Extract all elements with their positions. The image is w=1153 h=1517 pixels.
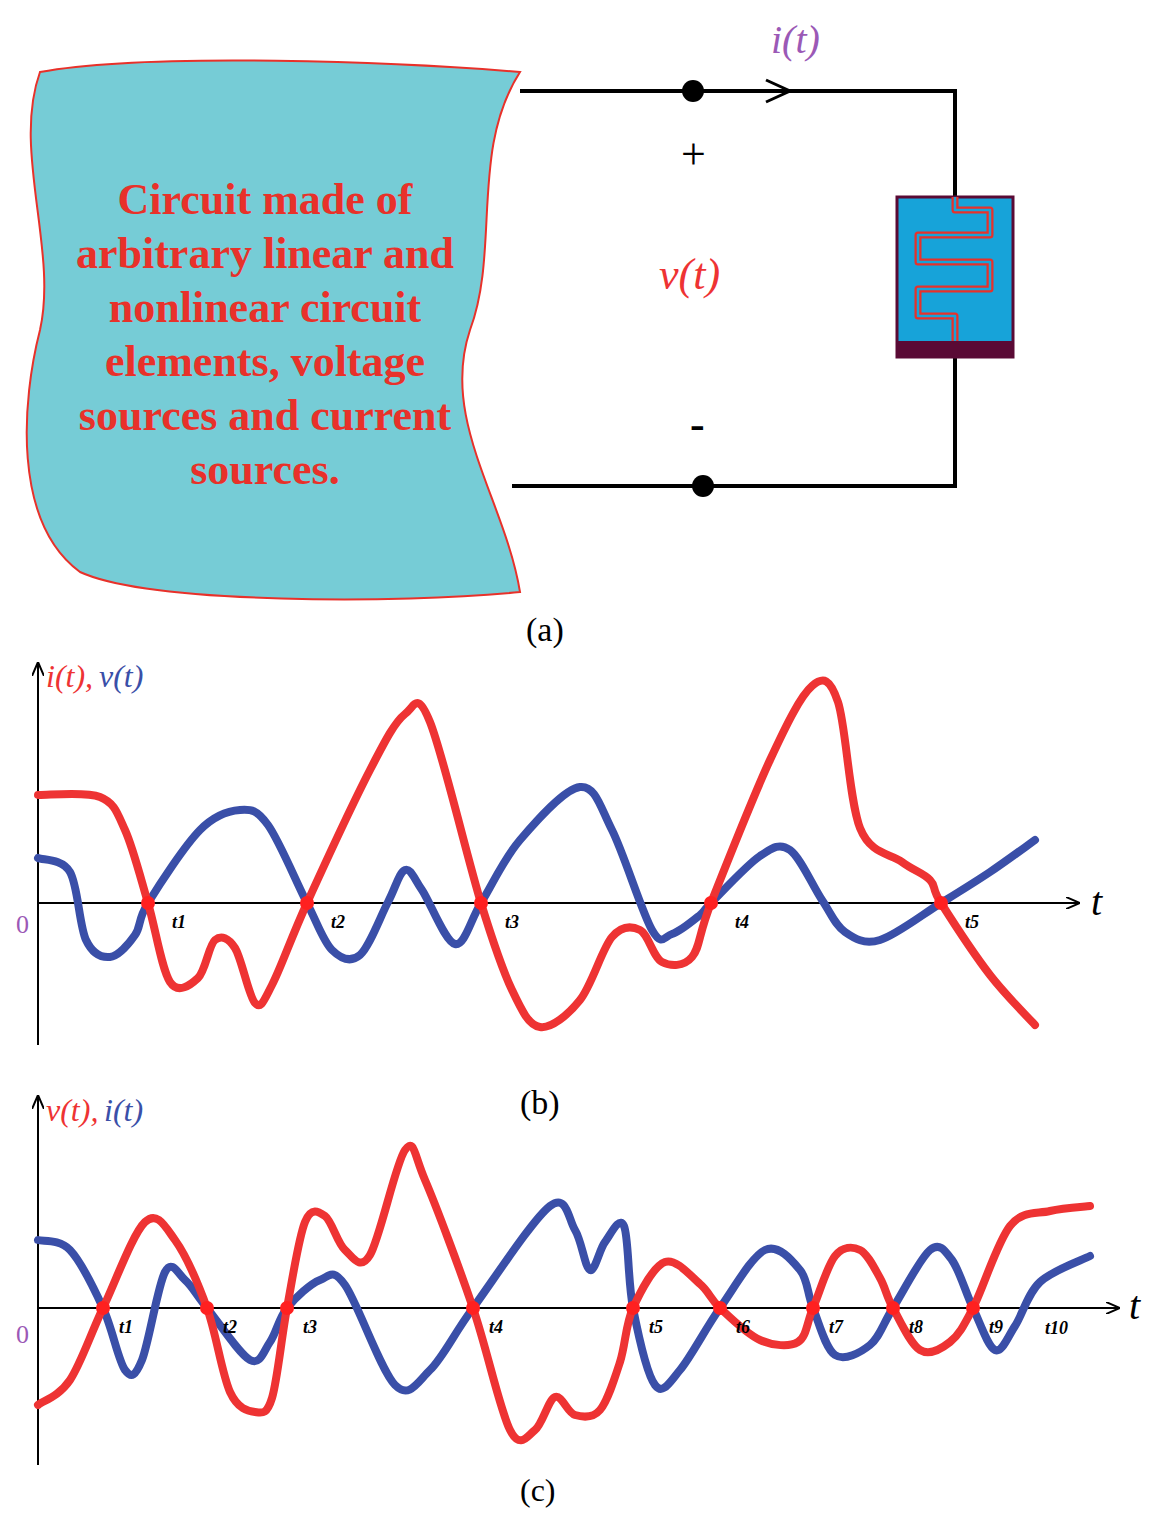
time-marker: t1 (172, 913, 186, 931)
crossing-dot (466, 1301, 480, 1315)
crossing-dot (200, 1301, 214, 1315)
crossing-dot (96, 1301, 110, 1315)
signal-label: t (1129, 1286, 1140, 1326)
crossing-dot (806, 1301, 820, 1315)
signal-label: t (1091, 882, 1102, 922)
current-arrow (766, 80, 790, 102)
crossing-dot (704, 896, 718, 910)
signal-label: v(t) (99, 660, 143, 692)
signal-label: i(t), (46, 660, 93, 692)
signal-label: + (681, 133, 706, 177)
time-marker: t1 (119, 1318, 133, 1336)
time-marker: t8 (909, 1318, 923, 1336)
time-marker: t2 (331, 913, 345, 931)
crossing-dot (966, 1301, 980, 1315)
crossing-dot (474, 896, 488, 910)
crossing-dot (141, 896, 155, 910)
current-curve (38, 681, 1035, 1028)
time-marker: t3 (303, 1318, 317, 1336)
voltage-curve (38, 1146, 1090, 1441)
crossing-dot (300, 896, 314, 910)
time-marker: t5 (965, 913, 979, 931)
time-marker: t6 (736, 1318, 750, 1336)
crossing-dot (713, 1301, 727, 1315)
axes (38, 664, 1118, 1465)
signal-label: v(t) (659, 253, 720, 297)
terminal (692, 475, 714, 497)
signal-label: v(t), (46, 1094, 98, 1126)
panel-label: (b) (520, 1086, 560, 1120)
signal-label: 0 (16, 912, 29, 938)
component-symbol (897, 197, 1013, 357)
time-marker: t4 (489, 1318, 503, 1336)
signal-label: i(t) (104, 1094, 143, 1126)
time-marker: t9 (989, 1318, 1003, 1336)
time-marker: t3 (505, 913, 519, 931)
crossing-dot (626, 1301, 640, 1315)
time-marker: t5 (649, 1318, 663, 1336)
panel-label: (c) (520, 1474, 556, 1506)
current-curve (38, 1202, 1090, 1390)
signal-label: 0 (16, 1322, 29, 1348)
voltage-curve (38, 787, 1035, 959)
crossing-dot (934, 896, 948, 910)
wires (512, 91, 955, 486)
circuit-blob (27, 60, 520, 599)
terminal (682, 80, 704, 102)
crossing-dot (886, 1301, 900, 1315)
time-marker: t4 (735, 913, 749, 931)
time-marker: t7 (829, 1318, 843, 1336)
crossing-dot (280, 1301, 294, 1315)
region-text: Circuit made of arbitrary linear and non… (45, 173, 485, 497)
signal-label: i(t) (771, 20, 820, 60)
time-marker: t10 (1045, 1319, 1068, 1337)
time-marker: t2 (223, 1318, 237, 1336)
panel-label: (a) (526, 613, 564, 647)
signal-label: - (690, 403, 705, 447)
circuit-region: Circuit made of arbitrary linear and non… (45, 173, 485, 497)
